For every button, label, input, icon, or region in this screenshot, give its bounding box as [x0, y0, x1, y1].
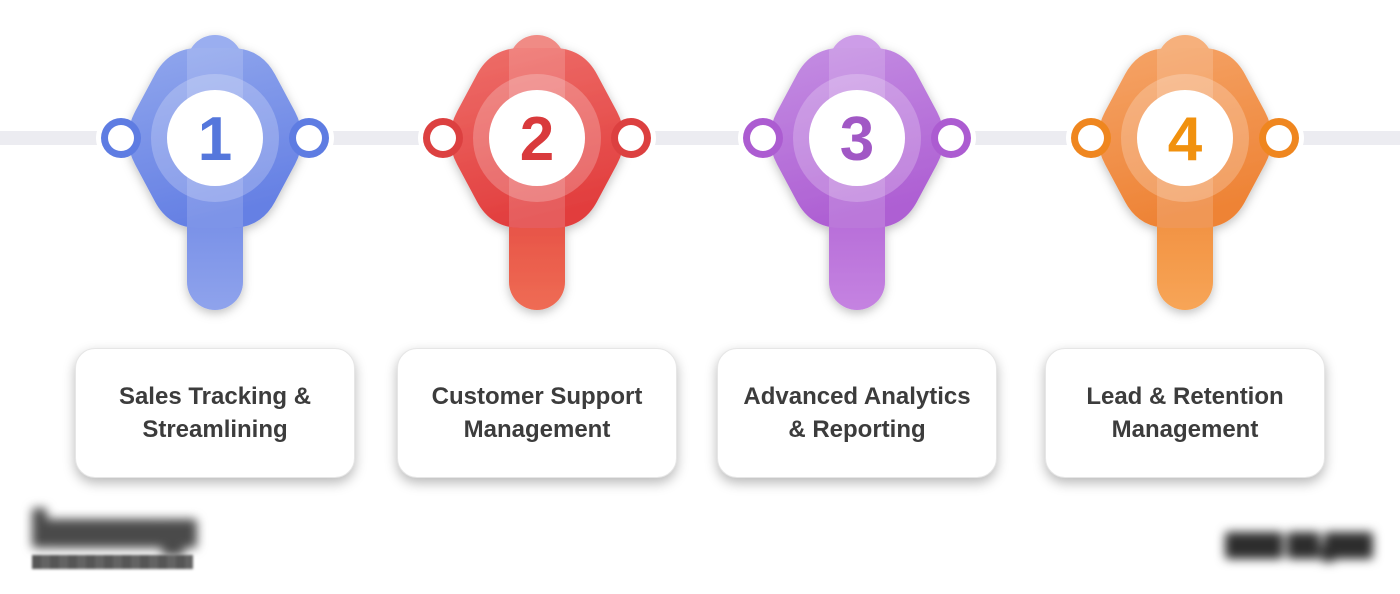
milestone-badge-3: 3: [737, 20, 977, 330]
card-1-line-1: Sales Tracking &: [118, 383, 312, 410]
badge-graphic: 1: [96, 35, 334, 310]
badge-number: 2: [520, 105, 554, 174]
badge-number: 4: [1168, 105, 1203, 174]
pixelated-bar: [32, 555, 193, 569]
badge-graphic: 2: [418, 35, 656, 310]
badge-number-disc: [167, 90, 263, 186]
badge-graphic: 4: [1066, 35, 1304, 310]
card-4-line-2: Management: [1111, 416, 1259, 443]
card-2-line-1: Customer Support: [431, 383, 643, 410]
connector-dots: [743, 118, 971, 158]
card-1-line-2: Streamlining: [142, 416, 288, 443]
milestone-card-text: Advanced Analytics & Reporting: [743, 380, 970, 446]
milestone-card-3: Advanced Analytics & Reporting: [717, 348, 997, 478]
connector-dots: [423, 118, 651, 158]
milestone-card-1: Sales Tracking & Streamlining: [75, 348, 355, 478]
blurred-wordmark-icon: [32, 508, 197, 556]
badge-number: 3: [840, 105, 874, 174]
badge-number: 1: [198, 105, 232, 174]
badge-number-disc: [489, 90, 585, 186]
card-3-line-1: Advanced Analytics: [743, 383, 971, 410]
card-4-line-1: Lead & Retention: [1086, 383, 1284, 410]
milestone-card-text: Sales Tracking & Streamlining: [119, 380, 311, 446]
milestone-badge-1: 1: [95, 20, 335, 330]
watermark-logo-left: [32, 508, 202, 578]
badge-number-disc: [1137, 90, 1233, 186]
connector-dots: [101, 118, 329, 158]
timeline-line: [0, 131, 1400, 145]
badge-graphic: 3: [738, 35, 976, 310]
milestone-badge-2: 2: [417, 20, 657, 330]
connector-dots: [1071, 118, 1299, 158]
watermark-logo-right: [1225, 528, 1375, 564]
card-3-line-2: & Reporting: [788, 416, 926, 443]
card-2-line-2: Management: [463, 416, 611, 443]
badge-number-disc: [809, 90, 905, 186]
milestone-badge-4: 4: [1065, 20, 1305, 330]
